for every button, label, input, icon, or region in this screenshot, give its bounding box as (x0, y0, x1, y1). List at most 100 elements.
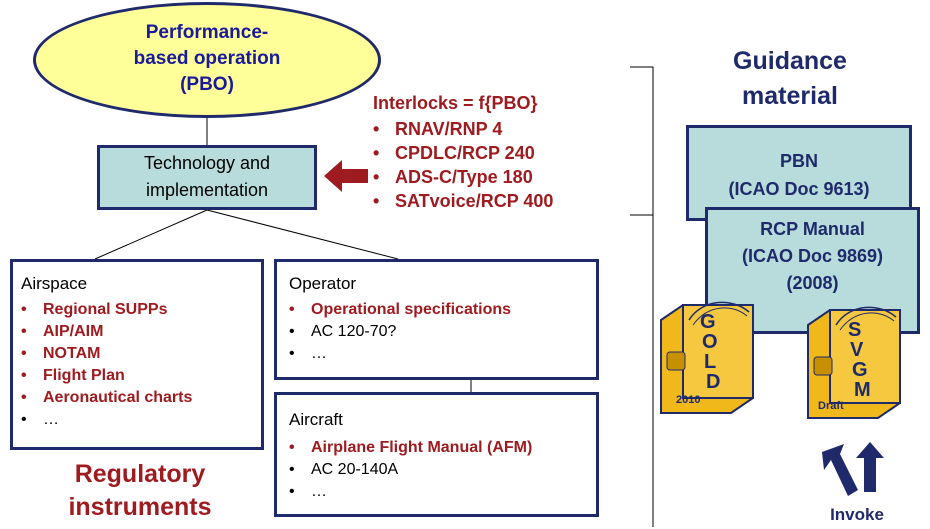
pbn-box (686, 125, 912, 221)
bullet-dot: • (289, 301, 295, 318)
book-letter: S (848, 319, 862, 341)
guidance-label: Guidance material (690, 44, 890, 114)
list-item: • ADS-C/Type 180 (373, 165, 553, 189)
airspace-box (10, 259, 264, 450)
book-letter: G (852, 359, 868, 381)
pbn-line1: PBN (779, 151, 818, 171)
list-item-text: Aeronautical charts (43, 389, 193, 406)
pbo-line3: (PBO) (180, 74, 234, 95)
list-item-text: Operational specifications (311, 301, 512, 318)
list-item: • CPDLC/RCP 240 (373, 141, 553, 165)
technology-line1: Technology and (143, 153, 271, 173)
book-letter: D (706, 371, 721, 393)
list-item-text: AC 120-70? (311, 323, 397, 340)
list-item-text: … (311, 345, 327, 362)
operator-box (274, 259, 599, 380)
bullet-dot: • (373, 167, 380, 187)
svgm-draft-label: Draft (818, 400, 844, 412)
airspace-title: Airspace (21, 274, 88, 293)
bullet-dot: • (21, 323, 27, 340)
bullet-dot: • (21, 345, 27, 362)
svgm-book-icon (807, 306, 901, 419)
bullet-dot: • (21, 411, 27, 428)
list-item: • AC 120-70? (289, 321, 511, 343)
rcp-line3: (2008) (786, 273, 839, 293)
list-item: • Flight Plan (21, 365, 192, 387)
list-item-text: … (43, 411, 59, 428)
regulatory-line2: instruments (68, 493, 212, 521)
operator-title: Operator (289, 274, 357, 293)
interlocks-list: • RNAV/RNP 4 • CPDLC/RCP 240 • ADS-C/Type 180… (373, 117, 553, 213)
list-item-text: SATvoice/RCP 400 (395, 191, 554, 211)
bullet-dot: • (289, 345, 295, 362)
invoke-arrows-icon (822, 442, 884, 496)
bullet-dot: • (289, 483, 295, 500)
list-item: • RNAV/RNP 4 (373, 117, 553, 141)
bullet-dot: • (373, 119, 380, 139)
book-letter: O (702, 331, 718, 353)
aircraft-title: Aircraft (289, 410, 343, 429)
list-item-text: AIP/AIM (43, 323, 104, 340)
rcp-label: RCP Manual (ICAO Doc 9869) (2008) (705, 216, 920, 297)
bullet-dot: • (21, 389, 27, 406)
pbo-line1: Performance- (145, 22, 269, 43)
pbn-line2: (ICAO Doc 9613) (728, 179, 870, 199)
list-item: •… (289, 343, 511, 365)
pbo-label: Performance- based operation (PBO) (33, 20, 381, 98)
book-letter: L (704, 351, 717, 373)
interlocks-title: Interlocks = f{PBO} (373, 93, 538, 113)
pbo-ellipse (33, 2, 381, 118)
bullet-dot: • (373, 143, 380, 163)
guidance-line1: Guidance (733, 47, 847, 75)
pbo-line2: based operation (133, 48, 281, 69)
technology-line2: implementation (145, 180, 269, 200)
book-letter: G (700, 311, 716, 333)
list-item: •… (21, 409, 192, 431)
rcp-line1: RCP Manual (760, 219, 865, 239)
list-item-text: … (311, 483, 327, 500)
bullet-dot: • (289, 461, 295, 478)
list-item-text: NOTAM (43, 345, 101, 362)
bullet-dot: • (21, 367, 27, 384)
invoke-label: Invoke (830, 505, 884, 524)
aircraft-box (274, 392, 599, 517)
list-item-text: CPDLC/RCP 240 (395, 143, 535, 163)
list-item: • Aeronautical charts (21, 387, 192, 409)
list-item-text: AC 20-140A (311, 461, 399, 478)
pbn-label: PBN (ICAO Doc 9613) (686, 147, 912, 203)
gold-year: 2010 (676, 394, 701, 406)
list-item: •… (289, 481, 532, 503)
book-letter: V (850, 339, 864, 361)
list-item-text: Flight Plan (43, 367, 125, 384)
regulatory-line1: Regulatory (74, 460, 206, 488)
list-item-text: RNAV/RNP 4 (395, 119, 503, 139)
list-item-text: Airplane Flight Manual (AFM) (311, 439, 533, 456)
left-arrow-icon (324, 160, 368, 192)
regulatory-label: Regulatory instruments (30, 458, 250, 524)
rcp-line2: (ICAO Doc 9869) (741, 246, 884, 266)
list-item: • AIP/AIM (21, 321, 192, 343)
list-item: • AC 20-140A (289, 459, 532, 481)
airspace-list: • Regional SUPPs • AIP/AIM • NOTAM • Flight Pla… (21, 299, 192, 431)
book-letter: M (854, 379, 871, 401)
guidance-line2: material (742, 82, 838, 110)
list-item: • Airplane Flight Manual (AFM) (289, 437, 532, 459)
bullet-dot: • (289, 439, 295, 456)
gold-book-icon (660, 301, 754, 414)
aircraft-list: • Airplane Flight Manual (AFM) • AC 20-140A… (289, 437, 532, 503)
list-item: • NOTAM (21, 343, 192, 365)
list-item-text: ADS-C/Type 180 (395, 167, 533, 187)
list-item: • Regional SUPPs (21, 299, 192, 321)
bullet-dot: • (21, 301, 27, 318)
technology-box (97, 145, 317, 210)
list-item-text: Regional SUPPs (43, 301, 168, 318)
bullet-dot: • (373, 191, 380, 211)
bullet-dot: • (289, 323, 295, 340)
list-item: • Operational specifications (289, 299, 511, 321)
technology-label: Technology and implementation (97, 150, 317, 204)
list-item: • SATvoice/RCP 400 (373, 189, 553, 213)
operator-list: •Operational specifications•AC 120-70?•… (289, 299, 511, 365)
